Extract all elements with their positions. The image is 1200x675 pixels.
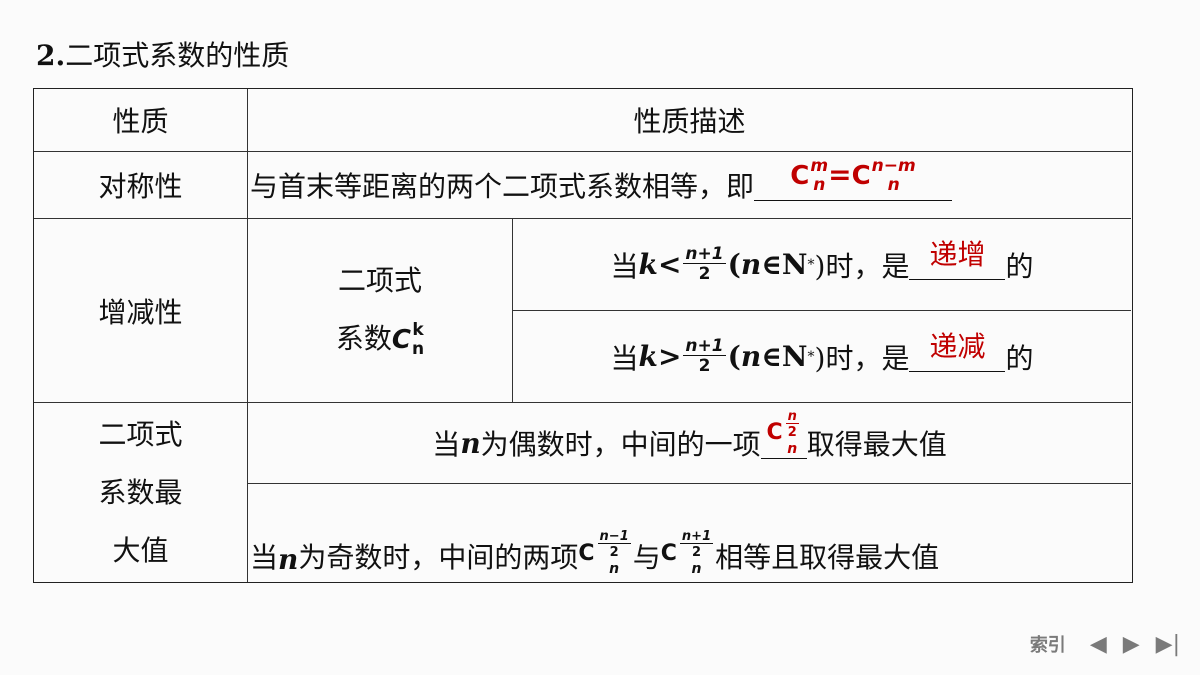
slide-navigation: 索引 ◀ ▶ ▶| <box>1030 631 1180 657</box>
prev-icon[interactable]: ◀ <box>1089 631 1107 657</box>
last-icon[interactable]: ▶| <box>1155 631 1180 657</box>
row-divider <box>34 218 1131 219</box>
row-divider <box>247 483 1131 484</box>
increasing-answer-blank: 递增 <box>909 238 1006 280</box>
heading-number: 2. <box>36 39 66 72</box>
maximum-label: 二项式 系数最 大值 <box>34 403 247 582</box>
row-divider <box>34 402 1131 403</box>
maximum-label-line2: 系数最 <box>98 475 183 509</box>
monotonic-label: 增减性 <box>98 295 183 329</box>
col-divider <box>512 218 513 402</box>
row-divider <box>34 151 1131 152</box>
next-icon[interactable]: ▶ <box>1122 631 1140 657</box>
maximum-label-line3: 大值 <box>112 533 169 567</box>
decreasing-answer-blank: 递减 <box>909 330 1006 372</box>
symmetry-label: 对称性 <box>98 170 183 203</box>
col-divider <box>247 89 248 582</box>
index-link[interactable]: 索引 <box>1029 635 1066 656</box>
maximum-label-line1: 二项式 <box>98 417 183 451</box>
increasing-answer: 递增 <box>929 238 986 271</box>
section-heading: 2.二项式系数的性质 <box>36 36 289 76</box>
sublabel-line1: 二项式 <box>337 264 422 297</box>
header-description: 性质描述 <box>633 105 746 138</box>
row-divider <box>512 310 1131 311</box>
decreasing-answer: 递减 <box>929 330 986 363</box>
header-property: 性质 <box>112 105 169 138</box>
symmetry-text: 与首末等距离的两个二项式系数相等，即 <box>250 170 755 203</box>
heading-title: 二项式系数的性质 <box>65 39 290 72</box>
